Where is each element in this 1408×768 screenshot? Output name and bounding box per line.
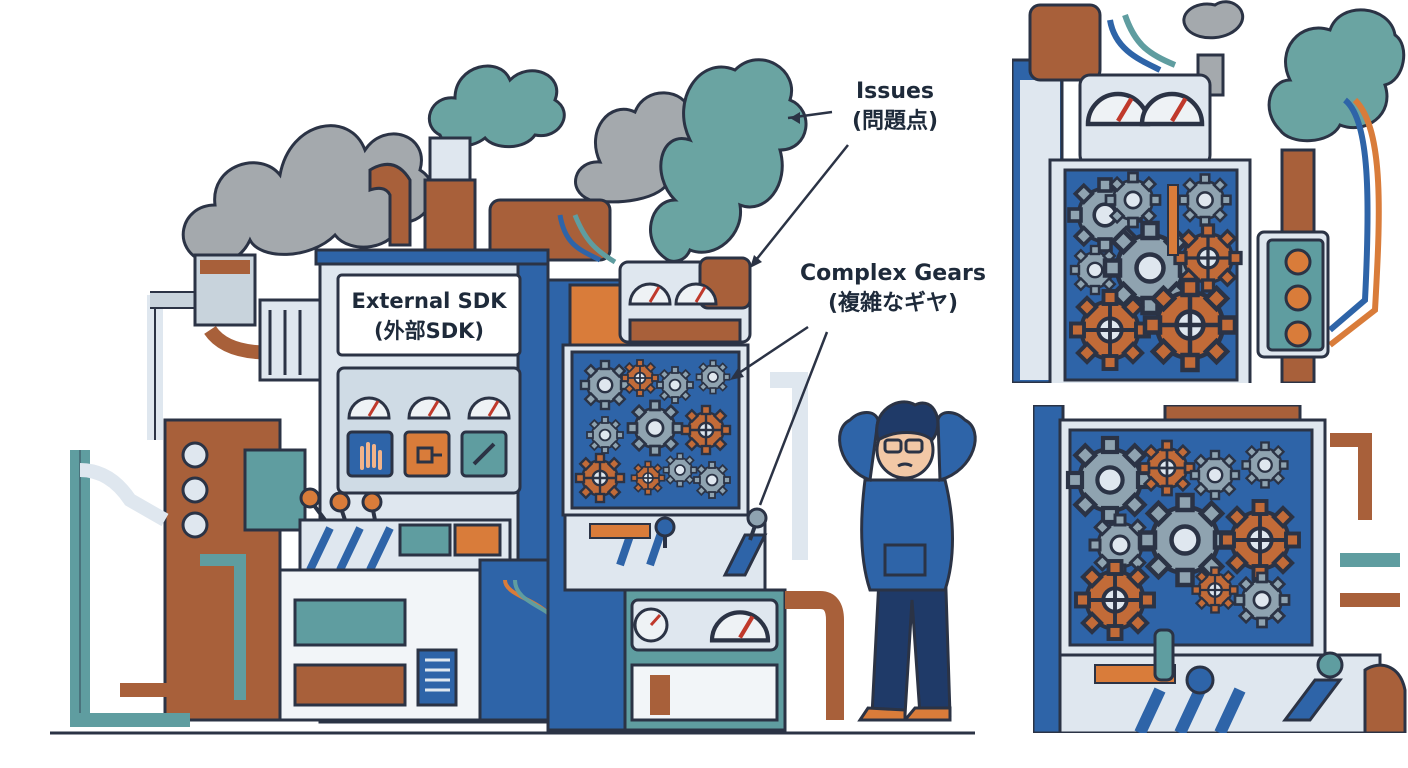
chimney-stack: [368, 136, 477, 252]
gears-label-en: Complex Gears: [800, 261, 986, 286]
gear-machine: [546, 256, 844, 732]
gears-cluster: [574, 359, 732, 504]
smoke-gray-left: [181, 124, 435, 266]
sdk-label-plate: [336, 273, 522, 357]
issues-label-en: Issues: [856, 79, 934, 104]
gears-label-ja: (複雑なギヤ): [828, 290, 958, 316]
gears-arrow-lever: [758, 331, 829, 506]
boiler-top: [488, 198, 617, 265]
x-button-icon: [1284, 248, 1312, 276]
plug-icon: [403, 430, 451, 478]
smoke-teal-right: [649, 58, 808, 263]
inset-top-closeup: [1012, 0, 1408, 383]
inset-bottom-closeup: [1033, 405, 1408, 733]
smoke-teal-center: [427, 64, 566, 149]
gears-arrow: [732, 325, 809, 379]
sdk-label-ja: (外部SDK): [374, 319, 484, 343]
issues-arrow-machine: [751, 144, 849, 266]
sdk-machine: [278, 248, 572, 724]
issues-label-ja: (問題点): [852, 108, 938, 134]
confused-person: [838, 400, 977, 722]
sdk-label-en: External SDK: [352, 289, 508, 313]
